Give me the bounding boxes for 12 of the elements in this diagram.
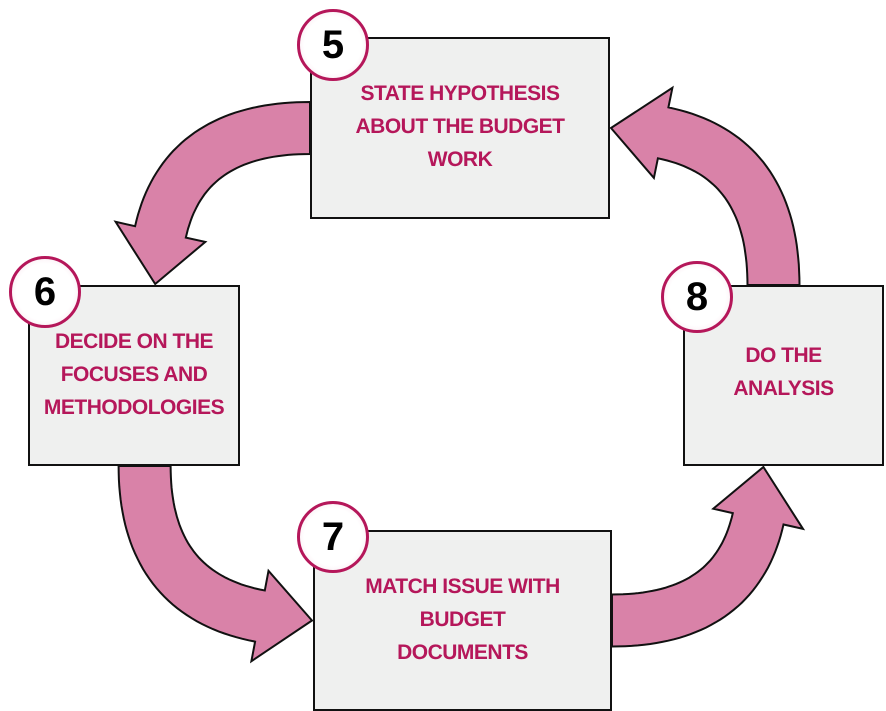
- step-label: STATE HYPOTHESIS ABOUT THE BUDGET WORK: [354, 81, 566, 173]
- curved-arrow: [118, 465, 314, 664]
- step-label: MATCH ISSUE WITH BUDGET DOCUMENTS: [364, 574, 561, 666]
- step-number: 5: [297, 9, 369, 81]
- step-label: DO THE ANALYSIS: [732, 343, 835, 402]
- step-number: 8: [661, 261, 733, 333]
- curved-arrow: [610, 86, 801, 286]
- curved-arrow: [611, 466, 806, 648]
- step-label: DECIDE ON THE FOCUSES AND METHODOLOGIES: [42, 329, 226, 421]
- curved-arrow: [113, 100, 311, 286]
- step-number: 6: [9, 256, 81, 328]
- step-number: 7: [297, 501, 369, 573]
